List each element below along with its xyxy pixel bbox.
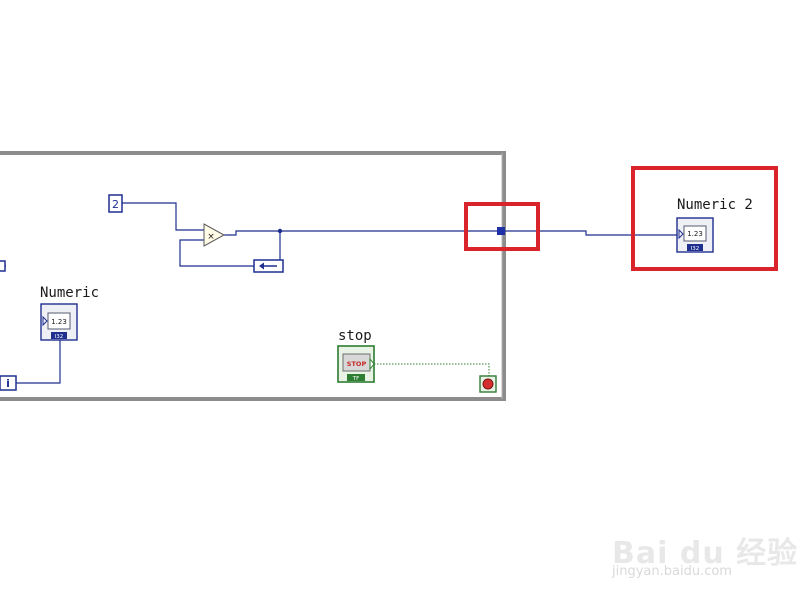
iteration-terminal[interactable]: i [0,375,17,391]
numeric-constant-value: 2 [112,198,119,211]
output-tunnel[interactable] [497,227,505,235]
numeric-indicator[interactable]: 1.23 I32 [40,303,78,341]
feedback-node[interactable] [253,259,284,273]
highlight-box-numeric2 [631,166,778,271]
numeric2-indicator-label: Numeric 2 [677,197,753,213]
wire-stop-to-condition[interactable] [374,363,490,376]
stop-control[interactable]: STOP TF [337,345,375,383]
wire-tunnel-to-numeric2 [504,230,678,236]
watermark-brand: Bai du 经验 [612,536,799,571]
numeric-indicator-label: Numeric [40,285,100,301]
numeric-indicator-value: 1.23 [51,318,67,326]
numeric-constant[interactable]: 2 [108,194,123,213]
loop-condition-terminal[interactable] [479,375,497,393]
stop-button-text: STOP [347,360,367,368]
iteration-terminal-label: i [6,377,10,390]
stop-control-label: stop [338,328,372,344]
numeric2-indicator-value: 1.23 [687,230,703,238]
numeric-indicator-type: I32 [55,334,64,340]
wire-multiply-output [224,230,498,236]
left-tunnel-terminal[interactable] [0,260,6,272]
numeric-wires[interactable] [0,202,678,384]
numeric2-indicator-type: I32 [691,246,700,252]
multiply-symbol: × [207,232,215,242]
highlight-box-tunnel [464,202,540,251]
wire-junction-dot [277,228,283,234]
stop-control-type: TF [352,376,360,382]
while-loop-frame[interactable] [0,151,506,401]
wire-constant-to-multiply [122,202,204,231]
wire-feedback-return [179,239,254,267]
stop-sign-icon [482,378,494,390]
numeric2-indicator[interactable]: 1.23 I32 [676,217,714,253]
watermark-url: jingyan.baidu.com [612,564,732,579]
wire-iteration-to-numeric [16,340,61,384]
multiply-node[interactable]: × [203,223,226,247]
